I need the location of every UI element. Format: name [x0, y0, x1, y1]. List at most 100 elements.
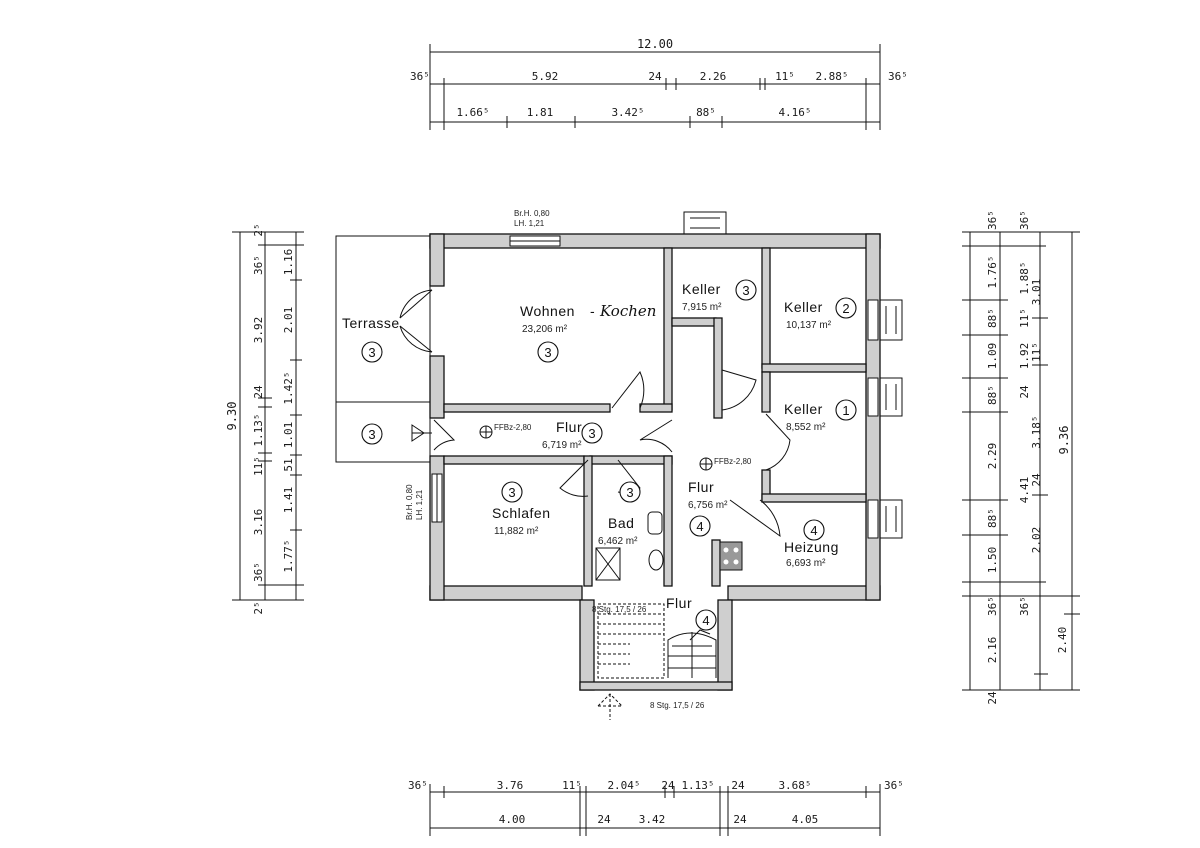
dim-left-r1: 1.13⁵ [252, 413, 265, 446]
dim-top-r1: 36⁵ [888, 70, 908, 83]
room-name-wohnen: Wohnen [520, 303, 575, 319]
dim-right-r2: 24 [1018, 385, 1031, 399]
stair-note-bottom: 8 Stg. 17,5 / 26 [650, 701, 705, 710]
room-name-wohnen-dash: - [590, 303, 595, 319]
dim-top-r1: 24 [648, 70, 662, 83]
room-number-keller2: 2 [842, 301, 849, 316]
window-heizung [867, 499, 879, 539]
boiler-icon [719, 541, 743, 571]
bath-fixtures [595, 511, 664, 581]
outer-wall-north [429, 233, 881, 249]
dim-bottom-r2: 3.42 [639, 813, 666, 826]
dim-left-r1: 11⁵ [252, 456, 265, 476]
dim-bottom-r2: 24 [733, 813, 747, 826]
window-note-top-1: Br.H. 0,80 [514, 209, 550, 218]
room-number-badge [735, 279, 757, 301]
light-shaft-keller1 [879, 377, 903, 417]
room-area-bad: 6,462 m² [598, 536, 638, 547]
wall-keller3-keller2 [761, 247, 771, 369]
dim-right-r1: 1.09 [986, 343, 999, 370]
room-number-badge [835, 399, 857, 421]
room-name-keller2: Keller [784, 299, 823, 315]
door-keller3 [639, 419, 673, 453]
dim-left-r1: 2⁵ [252, 601, 265, 614]
outer-wall-east [865, 233, 881, 601]
room-name-flur-upper: Flur [556, 419, 582, 435]
dim-bottom-r1: 3.68⁵ [778, 779, 811, 792]
dim-bottom-r1: 1.13⁵ [681, 779, 714, 792]
room-number-badge [581, 422, 603, 444]
room-area-flur-lower: 6,756 m² [688, 500, 728, 511]
ffb-label-upper: FFBz-2,80 [494, 423, 532, 432]
window-note-top-2: LH. 1,21 [514, 219, 545, 228]
room-area-schlafen: 11,882 m² [494, 526, 539, 537]
room-area-keller1: 8,552 m² [786, 422, 826, 433]
stair-note-top: 8 Stg. 17,5 / 26 [592, 605, 647, 614]
dim-left-r1: 3.92 [252, 317, 265, 344]
room-number-wohnen: 3 [544, 345, 551, 360]
room-number-terrasse: 3 [368, 345, 375, 360]
window-note-left-1: Br.H. 0,80 [405, 484, 414, 520]
room-name-flur-stair: Flur [666, 595, 692, 611]
dimension-labels: 12.00 36⁵ 5.92 24 2.26 11⁵ 2.88⁵ 36⁵ 1.6… [225, 37, 1071, 826]
wall-flur-bad [589, 455, 673, 465]
dim-right-r3: 3.01 [1030, 279, 1043, 306]
dim-right-r3: 3.18⁵ [1030, 415, 1043, 448]
dim-bottom-r1: 36⁵ [408, 779, 428, 792]
room-number-keller3: 3 [742, 283, 749, 298]
dim-bottom-r1: 36⁵ [884, 779, 904, 792]
room-labels: Wohnen - Kochen 23,206 m² 3 Keller 7,915… [342, 209, 857, 710]
light-shaft-heizung [879, 499, 903, 539]
door-flur-keller1 [721, 369, 757, 411]
wall-keller1-heizung [761, 493, 867, 503]
room-number-badge [835, 297, 857, 319]
ffb-label-lower: FFBz-2,80 [714, 457, 752, 466]
dim-right-r3: 2.40 [1056, 627, 1069, 654]
dim-bottom-r1: 24 [661, 779, 675, 792]
door-keller1 [765, 413, 791, 471]
room-number-badge [695, 609, 717, 631]
room-number-badge [537, 341, 559, 363]
dim-right-r3: 11⁵ [1030, 342, 1043, 362]
door-entry [433, 419, 456, 451]
dim-bottom-r2: 24 [597, 813, 611, 826]
dimension-lines [232, 44, 1080, 836]
room-name-schlafen: Schlafen [492, 505, 550, 521]
wall-wohnen-flur [443, 403, 611, 413]
room-number-badge [803, 519, 825, 541]
door-terrasse [399, 289, 433, 353]
dim-right-r1: 2.29 [986, 443, 999, 470]
wall-schlafen-bad [583, 455, 593, 587]
room-number-badge [361, 341, 383, 363]
dim-left-r2: 1.16 [282, 249, 295, 276]
room-number-bad: 3 [626, 485, 633, 500]
window-keller2 [867, 299, 879, 341]
dim-right-r1: 88⁵ [986, 508, 999, 528]
dim-right-r3: 2.02 [1030, 527, 1043, 554]
room-area-keller2: 10,137 m² [786, 320, 832, 331]
window-note-left-2: LH. 1,21 [415, 489, 424, 520]
room-number-badge [501, 481, 523, 503]
outer-wall-south-east [727, 585, 881, 601]
sink-icon [647, 511, 663, 535]
wall-wohnen-keller3 [663, 247, 673, 411]
wall-keller2-keller1 [761, 363, 867, 373]
wall-keller1-west-top [761, 371, 771, 413]
room-number-badge [689, 515, 711, 537]
room-area-flur-upper: 6,719 m² [542, 440, 582, 451]
exterior-features [335, 211, 903, 539]
light-shaft-north [683, 211, 727, 235]
dim-top-r2: 4.16⁵ [778, 106, 811, 119]
stair-wall-south [579, 681, 733, 691]
wall-flur-heizung [711, 539, 721, 587]
dim-right-r2: 1.92 [1018, 343, 1031, 370]
dim-left-r2: 1.77⁵ [282, 539, 295, 572]
dim-bottom-r1: 3.76 [497, 779, 524, 792]
door-wohnen [611, 371, 645, 409]
room-number-badge [361, 423, 383, 445]
room-number-terrasse-entry: 3 [368, 427, 375, 442]
level-marker-icon [479, 425, 713, 471]
outer-wall-south-west [429, 585, 583, 601]
dim-top-r1: 11⁵ [775, 70, 795, 83]
wall-flur-schlafen [443, 455, 585, 465]
